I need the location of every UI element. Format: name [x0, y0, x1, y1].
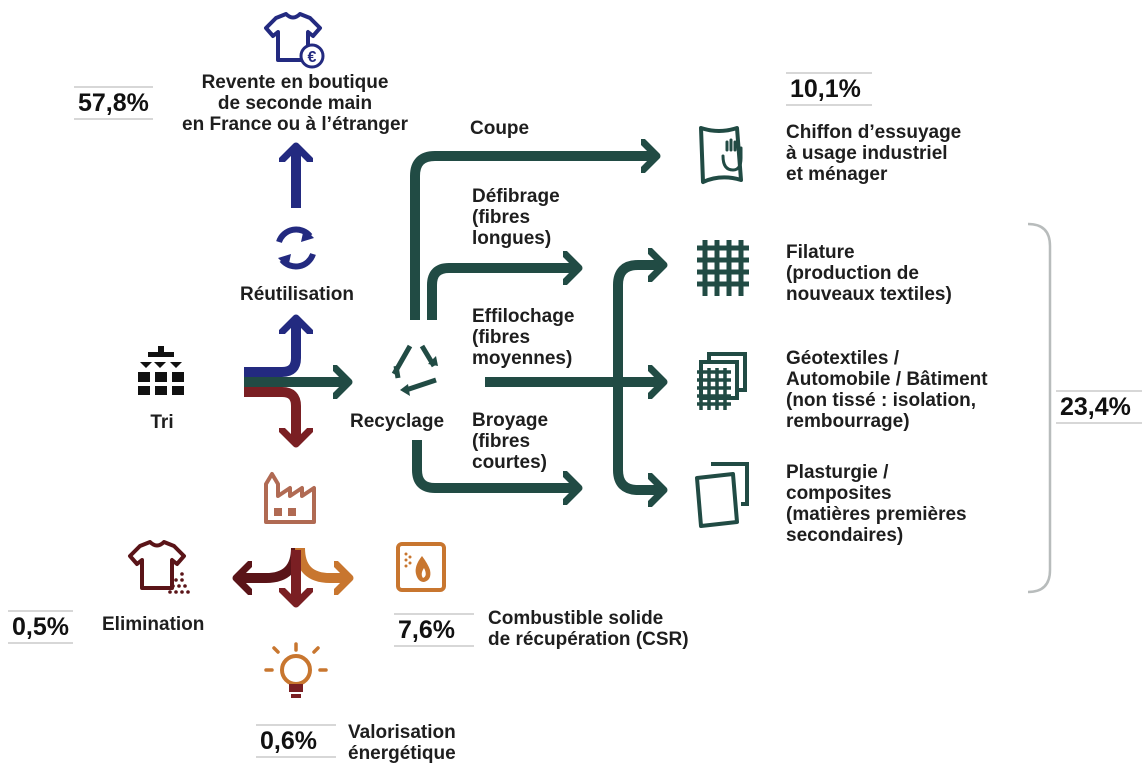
arrow-broyage	[412, 440, 575, 488]
resale-line-3: en France ou à l’étranger	[182, 114, 408, 135]
elimination-label: Elimination	[102, 614, 205, 635]
broyage-label: Broyage (fibres courtes)	[472, 410, 549, 473]
arrow-to-disposal	[240, 547, 301, 578]
arrow-to-csr	[295, 547, 346, 578]
thread-grid-icon	[697, 240, 749, 296]
csr-label: Combustible solide de récupération (CSR)	[488, 608, 689, 650]
sort-label: Tri	[150, 412, 174, 433]
tshirt-dust-icon	[128, 540, 190, 594]
cycle-arrows-icon	[276, 226, 316, 270]
factory-icon	[264, 472, 316, 524]
tshirt-euro-icon: €	[264, 12, 325, 69]
defibrage-label: Défibrage (fibres longues)	[472, 186, 560, 249]
resale-label: Revente en boutique de seconde main en F…	[160, 72, 430, 135]
arrow-to-plasturgie	[613, 382, 660, 490]
svg-text:€: €	[308, 49, 317, 66]
spinning-label: Filature (production de nouveaux textile…	[786, 242, 952, 305]
geotextile-label: Géotextiles / Automobile / Bâtiment (non…	[786, 348, 988, 432]
recycling-label: Recyclage	[350, 411, 445, 432]
flame-box-icon	[396, 542, 446, 592]
plastics-label: Plasturgie / composites (matières premiè…	[786, 462, 967, 546]
recycling-bracket	[1027, 222, 1052, 594]
resale-percentage: 57,8%	[74, 86, 153, 120]
arrow-to-reuse	[244, 322, 296, 377]
recycle-icon	[391, 344, 438, 396]
energy-percentage: 0,6%	[256, 724, 336, 758]
resale-line-1: Revente en boutique	[201, 72, 389, 93]
wiping-cloth-icon	[699, 126, 743, 184]
arrow-to-elimination-branch	[244, 387, 296, 440]
effilochage-label: Effilochage (fibres moyennes)	[472, 306, 575, 369]
elimination-percentage: 0,5%	[8, 610, 73, 644]
cloth-percentage: 10,1%	[786, 72, 872, 106]
arrow-to-filature	[613, 265, 660, 382]
lightbulb-icon	[264, 642, 328, 698]
arrow-coupe	[410, 156, 653, 320]
layered-grid-icon	[697, 352, 747, 410]
arrow-defibrage	[427, 268, 575, 320]
sorting-grid-icon	[138, 346, 184, 395]
reuse-label: Réutilisation	[239, 284, 354, 305]
recycling-group-percentage: 23,4%	[1056, 390, 1142, 424]
cloth-label: Chiffon d’essuyage à usage industriel et…	[786, 122, 962, 185]
cut-label: Coupe	[470, 118, 530, 139]
csr-percentage: 7,6%	[394, 613, 474, 647]
energy-label: Valorisation énergétique	[348, 722, 456, 764]
resale-line-2: de seconde main	[217, 93, 373, 114]
layered-sheets-icon	[695, 462, 749, 528]
